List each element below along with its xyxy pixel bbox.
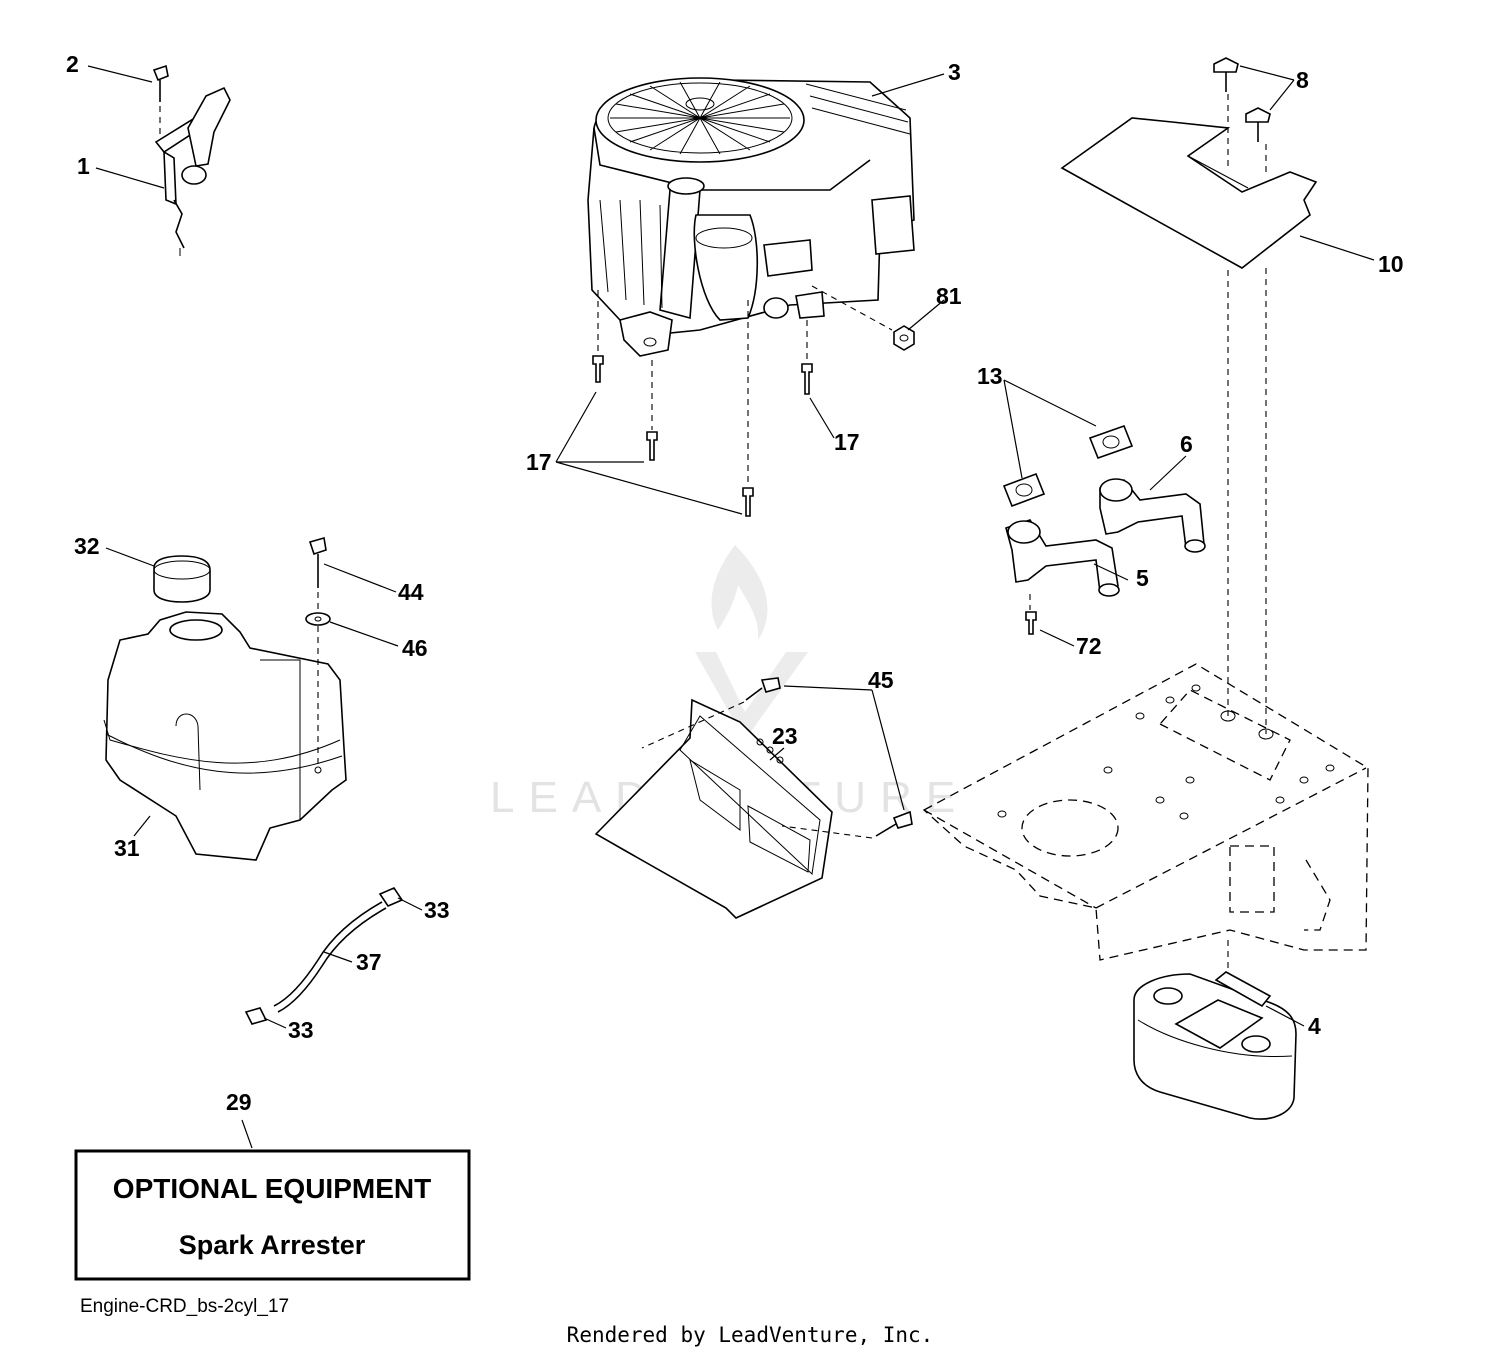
fuel-tank	[103, 555, 347, 861]
mounting-plate	[594, 677, 913, 919]
callout-5: 5	[1136, 565, 1149, 591]
callout-3: 3	[948, 59, 961, 85]
engine	[587, 77, 915, 486]
callout-1: 1	[77, 153, 90, 179]
callout-17-left: 17	[526, 449, 552, 475]
rendered-by-footer: Rendered by LeadVenture, Inc.	[567, 1323, 934, 1347]
frame	[922, 663, 1369, 972]
fuel-line-clamps	[244, 887, 404, 1025]
drawing-code: Engine-CRD_bs-2cyl_17	[80, 1296, 289, 1317]
callout-37: 37	[356, 949, 382, 975]
callout-17-right: 17	[834, 429, 860, 455]
exhaust-gaskets-pipes	[1002, 424, 1206, 635]
callout-31: 31	[114, 835, 140, 861]
tank-screw-washer	[305, 536, 331, 766]
leader-lines	[87, 65, 1375, 1149]
callout-29: 29	[226, 1089, 252, 1115]
optional-equipment-title: OPTIONAL EQUIPMENT	[113, 1173, 431, 1204]
callout-45: 45	[868, 667, 894, 693]
callout-2: 2	[66, 51, 79, 77]
heat-shield	[1060, 117, 1318, 734]
engine-bolts	[592, 355, 813, 517]
callout-numbers: 2 1 3 8 10 81 13 6 5 72 17 17 45 23 32 4…	[66, 51, 1404, 1115]
callout-4: 4	[1308, 1013, 1321, 1039]
callout-46: 46	[402, 635, 428, 661]
nut	[893, 325, 915, 351]
spark-arrester-label: Spark Arrester	[179, 1230, 366, 1260]
optional-equipment-box: OPTIONAL EQUIPMENT Spark Arrester	[74, 1149, 471, 1281]
muffler	[1133, 971, 1297, 1120]
callout-6: 6	[1180, 431, 1193, 457]
callout-72: 72	[1076, 633, 1102, 659]
callout-33-bottom: 33	[288, 1017, 314, 1043]
callout-10: 10	[1378, 251, 1404, 277]
callout-32: 32	[74, 533, 100, 559]
heat-shield-bolts	[1213, 57, 1271, 172]
callout-33-top: 33	[424, 897, 450, 923]
callout-23: 23	[772, 723, 798, 749]
callout-8: 8	[1296, 67, 1309, 93]
callout-81: 81	[936, 283, 962, 309]
callout-44: 44	[398, 579, 424, 605]
throttle-control	[152, 64, 231, 256]
callout-13: 13	[977, 363, 1003, 389]
